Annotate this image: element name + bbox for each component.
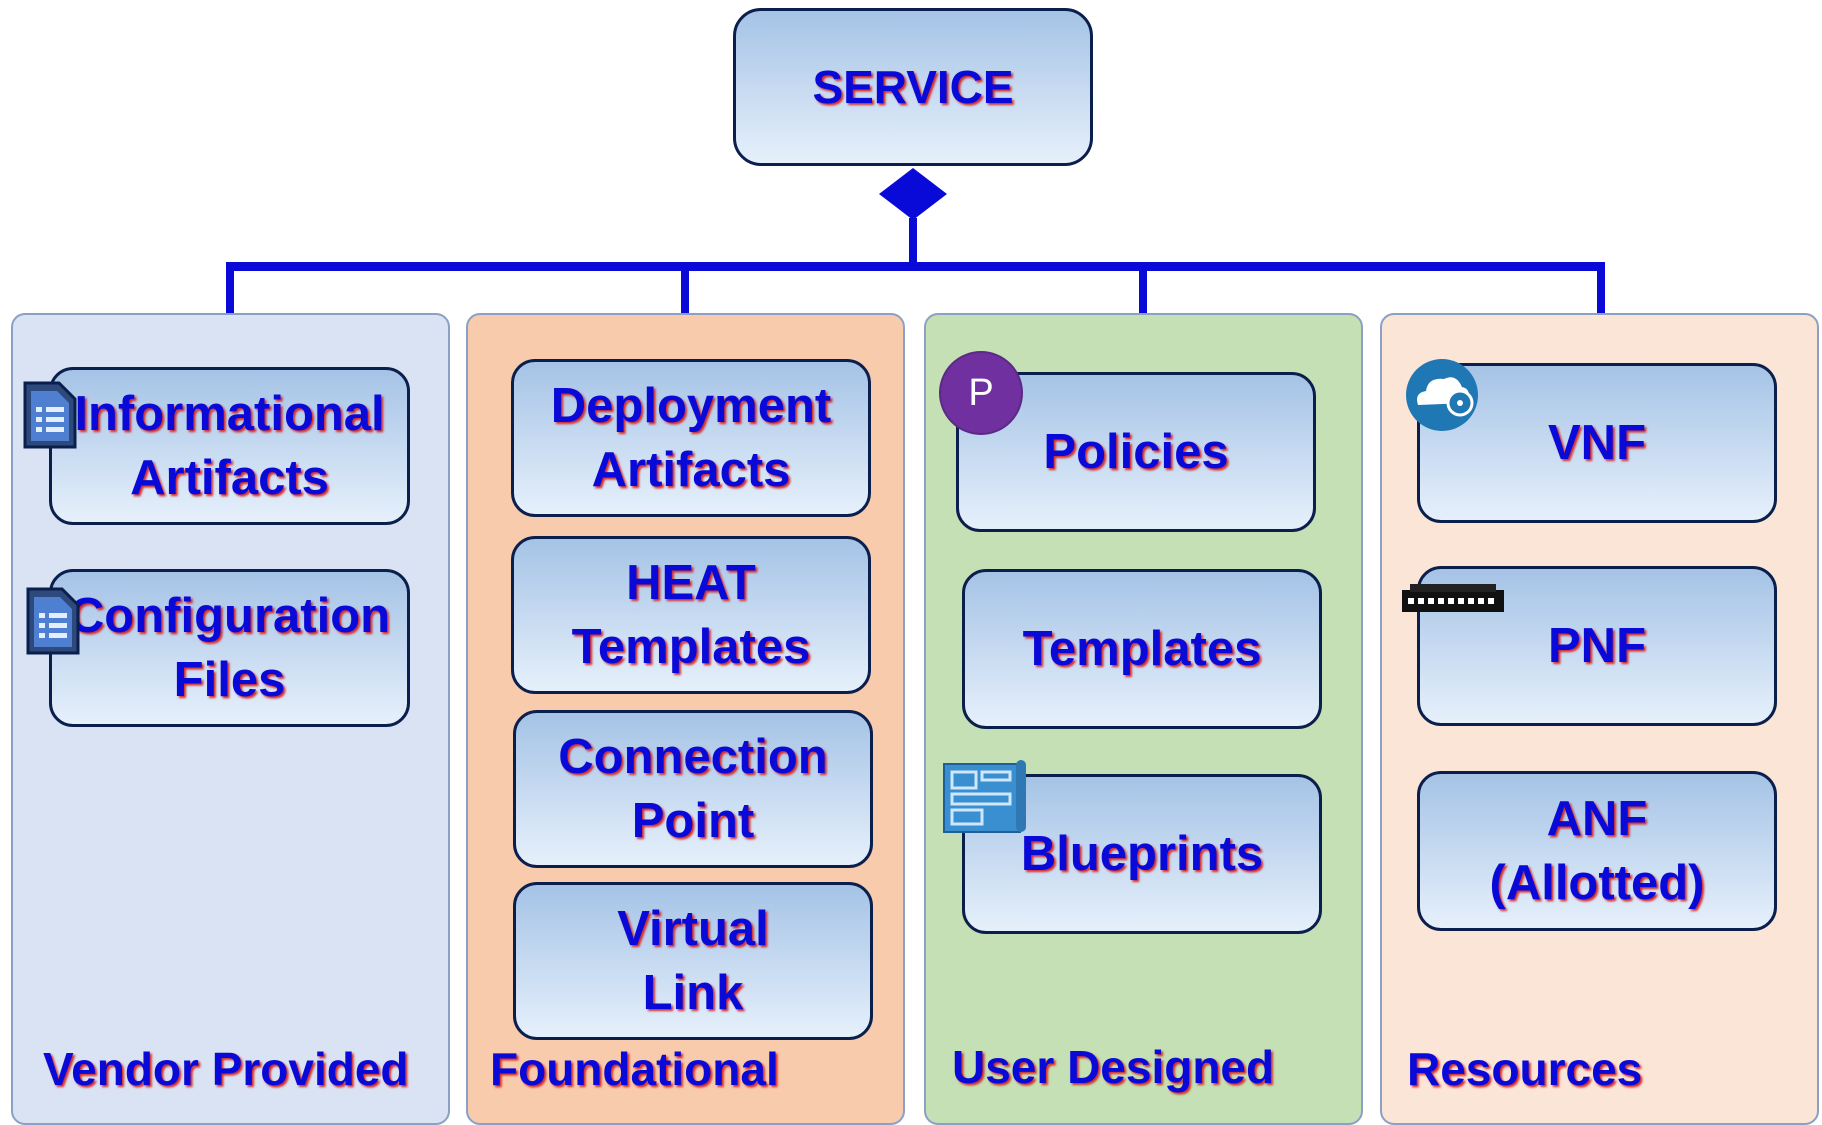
node-virtual-link[interactable]: Virtual Link [513, 882, 873, 1040]
node-configuration-files[interactable]: Configuration Files [49, 569, 410, 727]
service-node[interactable]: SERVICE [733, 8, 1093, 166]
connector-bus [226, 262, 1605, 271]
node-anf[interactable]: ANF (Allotted) [1417, 771, 1777, 931]
connector-user [1139, 262, 1147, 314]
document-list-icon [26, 587, 80, 655]
cloud-disk-icon [1406, 359, 1478, 431]
composition-diamond [879, 168, 947, 220]
connector-resources [1597, 262, 1605, 314]
label-resources: Resources [1407, 1043, 1643, 1095]
label-vendor-provided: Vendor Provided [43, 1043, 409, 1095]
policy-badge-letter: P [968, 371, 994, 414]
node-templates[interactable]: Templates [962, 569, 1322, 729]
connector-foundational [681, 262, 689, 314]
label-foundational: Foundational [490, 1043, 779, 1095]
node-connection-point[interactable]: Connection Point [513, 710, 873, 868]
node-heat-templates[interactable]: HEAT Templates [511, 536, 871, 694]
node-deployment-artifacts[interactable]: Deployment Artifacts [511, 359, 871, 517]
blueprint-scroll-icon [943, 760, 1026, 833]
node-informational-artifacts[interactable]: Informational Artifacts [49, 367, 410, 525]
connector-stem [909, 218, 917, 268]
policy-badge-icon: P [939, 351, 1023, 435]
label-user-designed: User Designed [952, 1041, 1275, 1093]
document-list-icon [23, 381, 77, 449]
network-switch-icon [1402, 584, 1504, 612]
connector-vendor [226, 262, 234, 314]
